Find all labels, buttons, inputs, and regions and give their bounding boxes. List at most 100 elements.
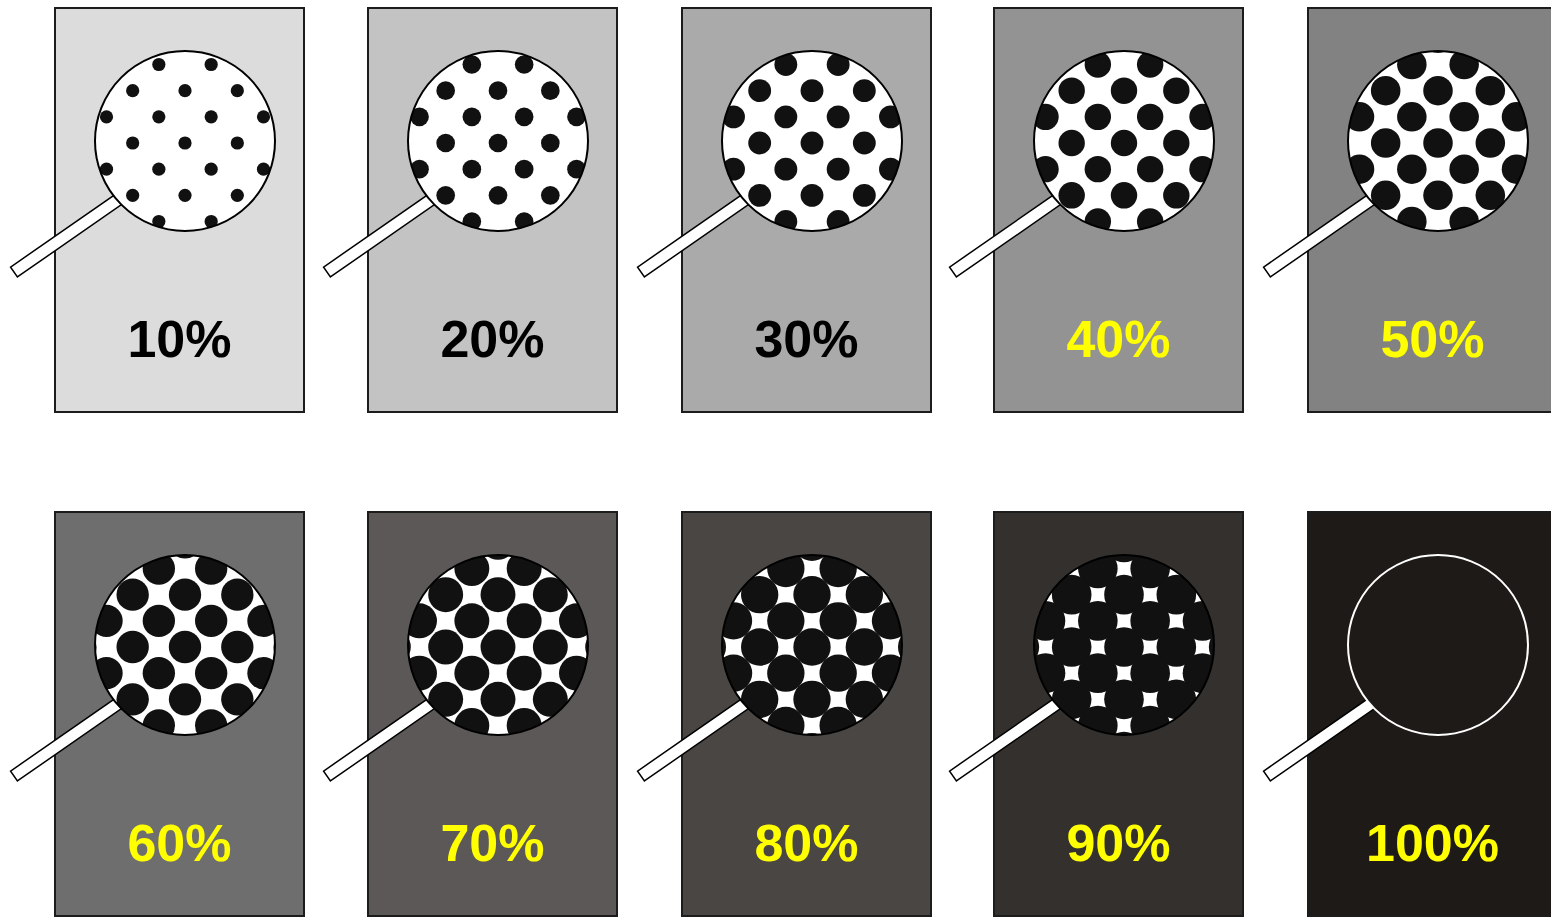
tint-panel: 30% bbox=[681, 7, 932, 413]
halftone-dots bbox=[376, 525, 620, 769]
halftone-dot bbox=[1085, 104, 1111, 130]
halftone-dot bbox=[827, 53, 850, 76]
halftone-dots bbox=[1032, 25, 1215, 235]
halftone-dot bbox=[1423, 24, 1453, 54]
magnifier-lens bbox=[408, 555, 588, 735]
halftone-dot bbox=[541, 186, 560, 205]
halftone-dot bbox=[1423, 181, 1453, 211]
halftone-dot bbox=[1137, 208, 1163, 234]
halftone-dot bbox=[489, 186, 508, 205]
percent-label: 90% bbox=[995, 813, 1242, 873]
halftone-dot bbox=[801, 132, 824, 155]
halftone-dot bbox=[117, 579, 149, 611]
halftone-dot bbox=[169, 683, 201, 715]
magnifier-lens bbox=[722, 51, 902, 231]
halftone-dot bbox=[436, 186, 455, 205]
halftone-dot bbox=[100, 110, 113, 123]
halftone-dots bbox=[410, 55, 586, 231]
halftone-dot bbox=[117, 631, 149, 663]
halftone-dot bbox=[748, 132, 771, 155]
magnifier-lens bbox=[722, 555, 902, 735]
percent-label: 20% bbox=[369, 309, 616, 369]
magnifier-handle bbox=[638, 192, 753, 277]
halftone-dots bbox=[1319, 24, 1551, 237]
halftone-dot bbox=[143, 709, 175, 741]
magnifier-handle bbox=[950, 192, 1065, 277]
tint-panel: 10% bbox=[54, 7, 305, 413]
magnifier-handle bbox=[1264, 696, 1379, 781]
halftone-dot bbox=[853, 132, 876, 155]
tint-panel: 100% bbox=[1307, 511, 1551, 917]
lens-rim bbox=[95, 51, 275, 231]
tint-panel: 20% bbox=[367, 7, 618, 413]
percent-label: 100% bbox=[1309, 813, 1551, 873]
halftone-dot bbox=[152, 163, 165, 176]
halftone-dot bbox=[481, 630, 516, 665]
halftone-dot bbox=[231, 136, 244, 149]
halftone-dot bbox=[1528, 128, 1551, 158]
halftone-dot bbox=[481, 577, 516, 612]
lens-rim bbox=[408, 555, 588, 735]
halftone-dot bbox=[436, 81, 455, 100]
tint-panel: 50% bbox=[1307, 7, 1551, 413]
magnifier-lens bbox=[1034, 555, 1214, 735]
halftone-dot bbox=[1397, 102, 1427, 132]
lens-rim bbox=[1348, 555, 1528, 735]
halftone-dot bbox=[143, 657, 175, 689]
percent-label: 30% bbox=[683, 309, 930, 369]
magnifier-handle bbox=[11, 696, 126, 781]
halftone-dot bbox=[1476, 128, 1506, 158]
halftone-dot bbox=[221, 683, 253, 715]
halftone-dot bbox=[1058, 182, 1084, 208]
halftone-dot bbox=[774, 53, 797, 76]
halftone-dot bbox=[257, 110, 270, 123]
halftone-dot bbox=[169, 526, 201, 558]
halftone-dots bbox=[64, 526, 306, 741]
magnifier-handle bbox=[1264, 192, 1379, 277]
magnifier-handle bbox=[324, 192, 439, 277]
magnifier-lens bbox=[95, 555, 275, 735]
halftone-dot bbox=[90, 657, 122, 689]
magnifier-lens bbox=[1348, 51, 1528, 231]
halftone-dot bbox=[221, 579, 253, 611]
halftone-dot bbox=[827, 105, 850, 128]
halftone-dot bbox=[541, 81, 560, 100]
halftone-dot bbox=[559, 603, 594, 638]
halftone-dot bbox=[801, 79, 824, 102]
halftone-dot bbox=[231, 189, 244, 202]
halftone-dot bbox=[1111, 77, 1137, 103]
halftone-dot bbox=[205, 58, 218, 71]
halftone-dot bbox=[1371, 76, 1401, 106]
halftone-dot bbox=[481, 734, 516, 769]
halftone-dot bbox=[507, 603, 542, 638]
halftone-dot bbox=[221, 631, 253, 663]
halftone-dot bbox=[454, 603, 489, 638]
halftone-dot bbox=[273, 631, 305, 663]
halftone-dot bbox=[126, 84, 139, 97]
halftone-dot bbox=[205, 110, 218, 123]
lens-rim bbox=[1034, 51, 1214, 231]
tint-panel: 80% bbox=[681, 511, 932, 917]
halftone-dot bbox=[117, 683, 149, 715]
halftone-dot bbox=[376, 630, 411, 665]
halftone-dot bbox=[774, 105, 797, 128]
halftone-dot bbox=[507, 656, 542, 691]
halftone-dot bbox=[64, 631, 96, 663]
halftone-dot bbox=[1371, 128, 1401, 158]
halftone-dot bbox=[541, 134, 560, 153]
halftone-dot bbox=[463, 160, 482, 179]
percent-label: 50% bbox=[1309, 309, 1551, 369]
halftone-dot bbox=[585, 630, 620, 665]
halftone-dot bbox=[515, 160, 534, 179]
halftone-dot bbox=[1137, 104, 1163, 130]
magnifier-handle bbox=[638, 696, 753, 781]
lens-rim bbox=[1348, 51, 1528, 231]
halftone-dot bbox=[898, 628, 935, 665]
halftone-dot bbox=[1449, 102, 1479, 132]
lens-rim bbox=[408, 51, 588, 231]
halftone-dots bbox=[100, 58, 270, 228]
halftone-dot bbox=[827, 158, 850, 181]
lens-rim bbox=[722, 51, 902, 231]
halftone-dot bbox=[1104, 732, 1144, 772]
